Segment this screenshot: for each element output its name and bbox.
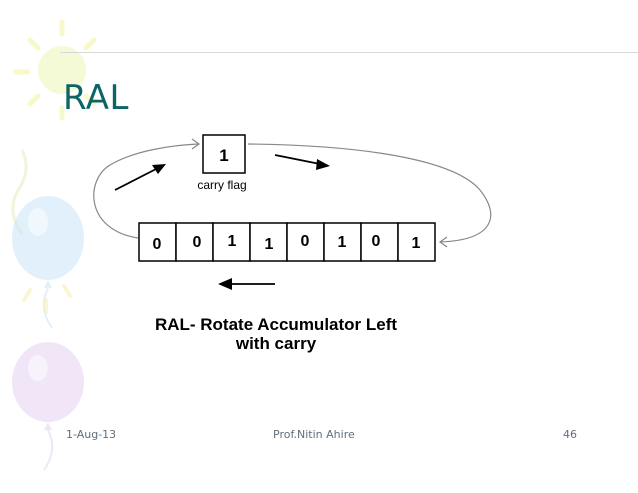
footer-date: 1-Aug-13	[66, 428, 117, 441]
bit-cell	[323, 222, 362, 262]
bit-6: 0	[193, 234, 202, 251]
bit-cell	[249, 222, 288, 262]
arrow-left-icon	[218, 278, 275, 290]
slide-title: RAL	[63, 78, 129, 118]
path-arrowhead	[191, 138, 201, 150]
footer-page-number: 46	[563, 428, 577, 441]
rotate-diagram: 1 carry flag 0 0 1 1	[93, 134, 492, 353]
carry-flag-box	[202, 134, 246, 174]
arrow-right-icon	[274, 154, 330, 170]
caption-line-2: with carry	[235, 334, 317, 353]
sun-icon	[13, 19, 97, 121]
path-arrowhead	[438, 236, 448, 248]
bit-cell	[397, 222, 436, 262]
carry-flag-label: carry flag	[197, 178, 246, 192]
footer-author: Prof.Nitin Ahire	[273, 428, 355, 441]
bit-5: 1	[228, 233, 237, 250]
caption-line-1: RAL- Rotate Accumulator Left	[155, 315, 397, 334]
bit-cell	[175, 222, 214, 262]
bit-4: 1	[265, 236, 274, 253]
balloon-decoration	[11, 19, 97, 471]
bit-3: 0	[301, 233, 310, 250]
arrow-up-right-icon	[114, 164, 166, 191]
rotation-path	[93, 143, 199, 239]
top-divider	[60, 52, 638, 53]
bit-1: 0	[372, 233, 381, 250]
blue-balloon-icon	[12, 196, 84, 329]
bit-0: 1	[412, 235, 421, 252]
bit-7: 0	[153, 236, 162, 253]
carry-flag-value: 1	[219, 146, 228, 165]
purple-balloon-icon	[12, 342, 84, 471]
bit-cell	[138, 222, 177, 262]
bit-cell	[360, 222, 399, 262]
bit-2: 1	[338, 234, 347, 251]
rotation-path-right	[247, 143, 492, 243]
accumulator-register: 0 0 1 1 0 1 0 1	[138, 222, 436, 262]
